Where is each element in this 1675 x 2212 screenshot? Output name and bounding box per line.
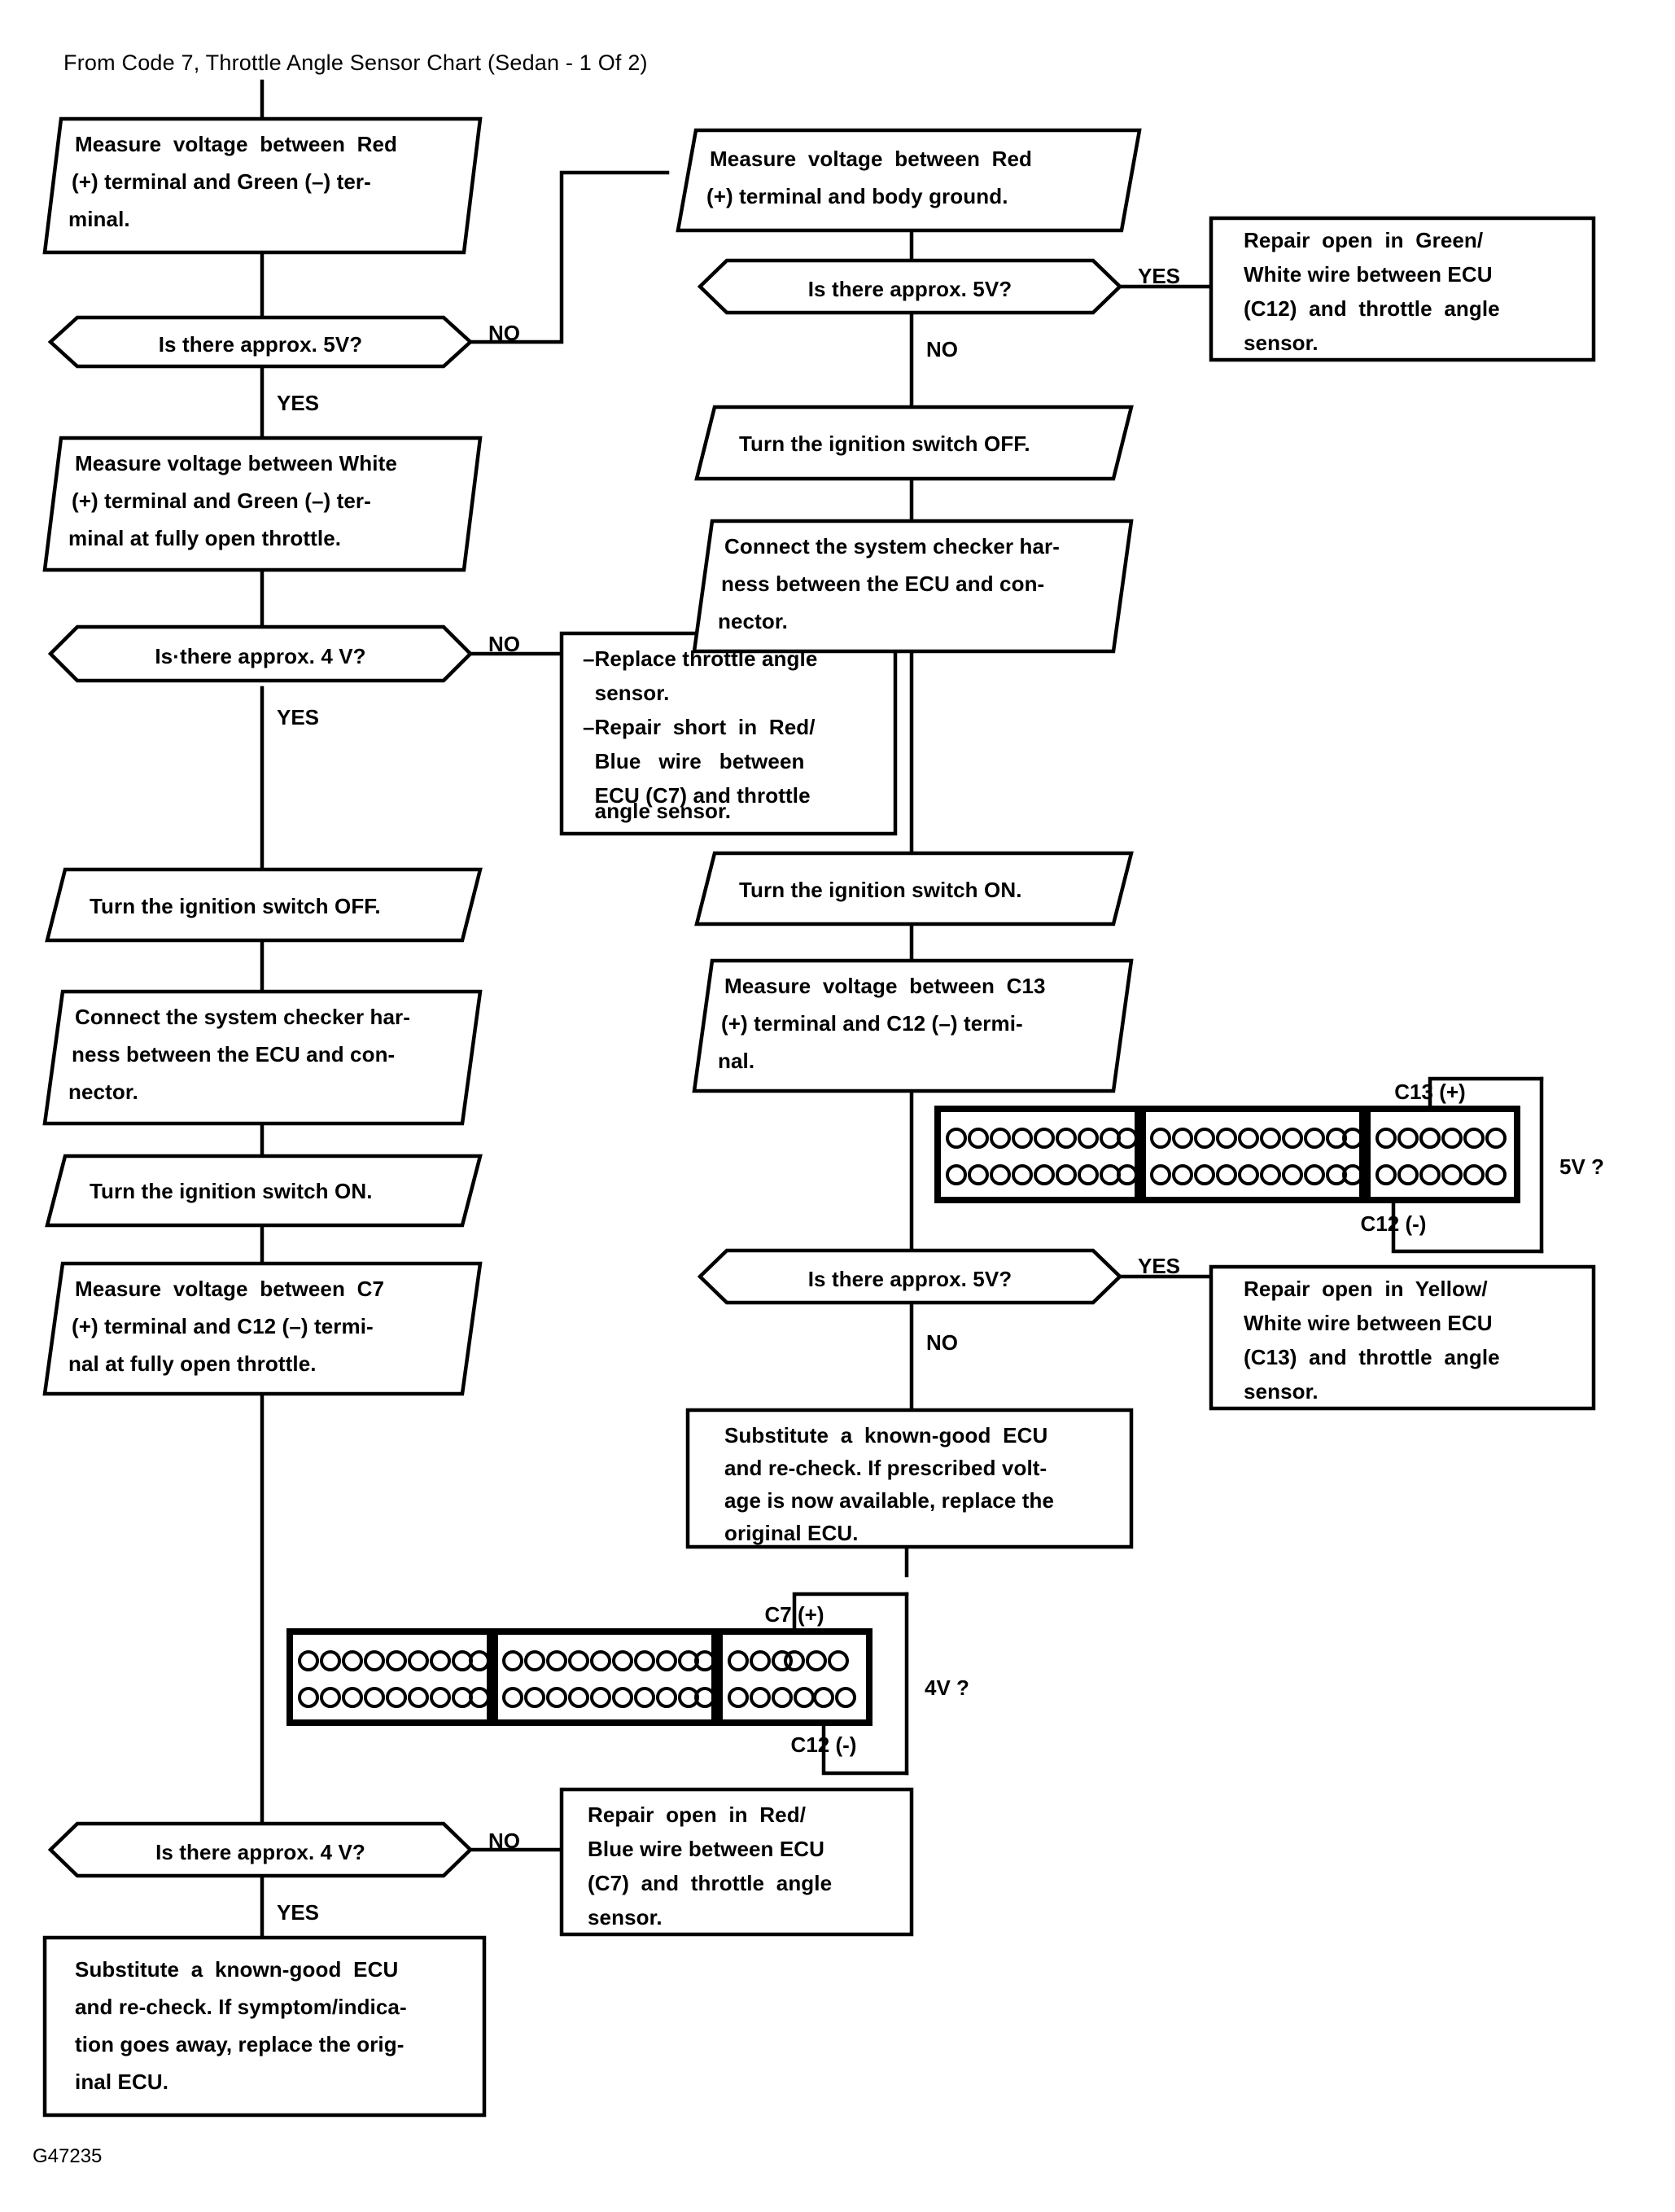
node-R3-line2: White wire between ECU — [1244, 262, 1493, 287]
node-L8-line1: Measure voltage between C7 — [75, 1277, 384, 1301]
node-R4: Turn the ignition switch OFF. — [694, 405, 1134, 481]
node-R2: Is there approx. 5V? — [697, 258, 1123, 315]
edge-label-L2-no: NO — [488, 321, 520, 345]
node-R7-line2: (+) terminal and C12 (–) termi- — [721, 1011, 1023, 1036]
node-L6-line2: ness between the ECU and con- — [72, 1042, 395, 1067]
edge-label-L4-no: NO — [488, 632, 520, 656]
node-R10-line2: and re-check. If prescribed volt- — [724, 1456, 1047, 1480]
node-R5-line2: ness between the ECU and con- — [721, 572, 1044, 596]
node-R5-line1: Connect the system checker har- — [724, 534, 1060, 558]
edge-label-L9-yes: YES — [277, 1900, 319, 1925]
connector-lower: C7 (+) C12 (-) 4V ? — [286, 1602, 969, 1757]
node-R9-line4: sensor. — [1244, 1379, 1319, 1404]
connector-upper-plus-label: C13 (+) — [1394, 1080, 1465, 1104]
connector-lower-plus-label: C7 (+) — [765, 1602, 824, 1627]
node-R3: Repair open in Green/ White wire between… — [1209, 216, 1596, 362]
node-L5-label: Turn the ignition switch OFF. — [90, 894, 381, 918]
node-M1-line6b: angle sensor. — [583, 799, 731, 823]
node-M1-line3: –Repair short in Red/ — [583, 715, 816, 739]
node-L3-line1: Measure voltage between White — [75, 451, 397, 475]
node-R10-line1: Substitute a known-good ECU — [724, 1423, 1047, 1448]
connector-lower-reading: 4V ? — [925, 1675, 969, 1700]
node-L3-line2: (+) terminal and Green (–) ter- — [72, 488, 371, 513]
edge-label-R2-no: NO — [926, 337, 958, 361]
node-B1-line3: (C7) and throttle angle — [588, 1871, 832, 1895]
node-L8: Measure voltage between C7 (+) terminal … — [42, 1261, 483, 1396]
connector-upper: C13 (+) C12 (-) 5V ? — [934, 1080, 1604, 1236]
node-R3-line4: sensor. — [1244, 331, 1319, 355]
node-R5: Connect the system checker har- ness bet… — [692, 519, 1134, 654]
node-B1: Repair open in Red/ Blue wire between EC… — [559, 1787, 914, 1937]
node-L2: Is there approx. 5V? — [47, 315, 474, 369]
edge-label-R8-no: NO — [926, 1330, 958, 1355]
node-R7-line3: nal. — [718, 1049, 754, 1073]
node-L4-label: Is·there approx. 4 V? — [155, 644, 365, 668]
node-R1: Measure voltage between Red (+) terminal… — [676, 128, 1142, 233]
node-B1-line2: Blue wire between ECU — [588, 1837, 824, 1861]
node-R5-line3: nector. — [718, 609, 788, 633]
node-R1-line2: (+) terminal and body ground. — [706, 184, 1008, 208]
node-R9-line3: (C13) and throttle angle — [1244, 1345, 1500, 1369]
node-L3: Measure voltage between White (+) termin… — [42, 436, 483, 572]
node-L1: Measure voltage between Red (+) terminal… — [42, 116, 483, 255]
node-L6-line1: Connect the system checker har- — [75, 1005, 410, 1029]
node-R8-label: Is there approx. 5V? — [808, 1267, 1012, 1291]
edge-label-R2-yes: YES — [1138, 264, 1180, 288]
node-R9-line2: White wire between ECU — [1244, 1311, 1493, 1335]
node-R8: Is there approx. 5V? — [697, 1248, 1123, 1305]
node-L8-line2: (+) terminal and C12 (–) termi- — [72, 1314, 374, 1338]
node-R6: Turn the ignition switch ON. — [694, 851, 1134, 926]
node-M1-line5: ECU (C7) and throttle — [583, 783, 811, 808]
edge-label-L4-yes: YES — [277, 705, 319, 729]
node-L9-label: Is there approx. 4 V? — [155, 1840, 365, 1864]
node-L4: Is·there approx. 4 V? — [47, 624, 474, 683]
probe-upper-minus-lead — [1391, 1178, 1544, 1254]
node-B1-line4: sensor. — [588, 1905, 663, 1929]
page-title: From Code 7, Throttle Angle Sensor Chart… — [63, 50, 648, 75]
node-L5: Turn the ignition switch OFF. — [45, 867, 483, 943]
node-M1-line2: sensor. — [583, 681, 669, 705]
node-L8-line3: nal at fully open throttle. — [68, 1351, 317, 1376]
node-L1-line3: minal. — [68, 207, 130, 231]
node-L7: Turn the ignition switch ON. — [45, 1154, 483, 1228]
figure-id: G47235 — [33, 2145, 102, 2167]
node-L10-line1: Substitute a known-good ECU — [75, 1957, 398, 1982]
node-R3-line1: Repair open in Green/ — [1244, 228, 1483, 252]
node-R10-line4: original ECU. — [724, 1521, 859, 1545]
node-R10: Substitute a known-good ECU and re-check… — [685, 1408, 1134, 1549]
node-L1-line2: (+) terminal and Green (–) ter- — [72, 169, 371, 194]
node-R7-line1: Measure voltage between C13 — [724, 974, 1046, 998]
node-L2-label: Is there approx. 5V? — [159, 332, 363, 357]
edge-label-R8-yes: YES — [1138, 1254, 1180, 1278]
connector-upper-reading: 5V ? — [1559, 1154, 1604, 1179]
node-L10-line2: and re-check. If symptom/indica- — [75, 1995, 407, 2019]
node-B1-line1: Repair open in Red/ — [588, 1802, 806, 1827]
node-R9: Repair open in Yellow/ White wire betwee… — [1209, 1264, 1596, 1411]
node-R9-line1: Repair open in Yellow/ — [1244, 1277, 1488, 1301]
node-R6-label: Turn the ignition switch ON. — [739, 878, 1022, 902]
node-L7-label: Turn the ignition switch ON. — [90, 1179, 373, 1203]
node-L9: Is there approx. 4 V? — [47, 1821, 474, 1878]
node-L1-line1: Measure voltage between Red — [75, 132, 397, 156]
node-L6-line3: nector. — [68, 1080, 138, 1104]
probe-lower-minus-lead — [821, 1701, 909, 1776]
node-R4-label: Turn the ignition switch OFF. — [739, 431, 1030, 456]
node-L10: Substitute a known-good ECU and re-check… — [42, 1935, 487, 2118]
node-R3-line3: (C12) and throttle angle — [1244, 296, 1500, 321]
node-L6: Connect the system checker har- ness bet… — [42, 989, 483, 1126]
connector-upper-minus-label: C12 (-) — [1361, 1211, 1427, 1236]
node-R1-line1: Measure voltage between Red — [710, 147, 1032, 171]
node-L3-line3: minal at fully open throttle. — [68, 526, 341, 550]
node-L10-line4: inal ECU. — [75, 2070, 168, 2094]
edge-label-L9-no: NO — [488, 1829, 520, 1853]
node-M1-line4: Blue wire between — [583, 749, 804, 773]
connector-lower-minus-label: C12 (-) — [791, 1732, 857, 1757]
node-R2-label: Is there approx. 5V? — [808, 277, 1012, 301]
edge-label-L2-yes: YES — [277, 391, 319, 415]
node-R7: Measure voltage between C13 (+) terminal… — [692, 958, 1134, 1093]
edge-L2-no-branch — [468, 170, 670, 344]
node-L10-line3: tion goes away, replace the orig- — [75, 2032, 404, 2057]
node-R10-line3: age is now available, replace the — [724, 1488, 1054, 1513]
